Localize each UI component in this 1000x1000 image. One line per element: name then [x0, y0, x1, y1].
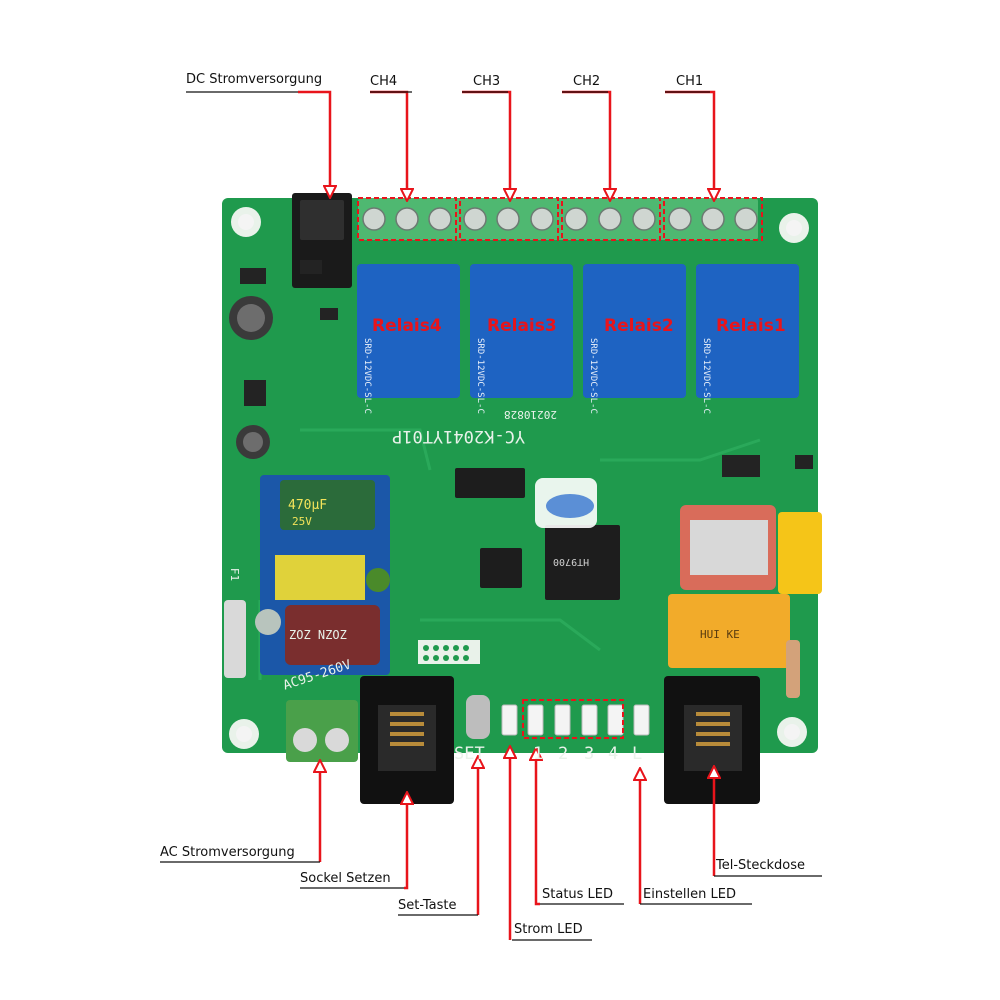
mounting-holes	[229, 207, 809, 749]
callout-status-led: Status LED	[542, 887, 614, 902]
relay-label-2: Relais2	[604, 316, 674, 336]
aux-relay-label: HUI KE	[700, 628, 740, 641]
relays	[357, 264, 799, 398]
ic	[455, 468, 525, 498]
led-number-2: 2	[558, 744, 569, 764]
led-number-4: 4	[608, 744, 619, 764]
cap-voltage: 25V	[292, 515, 312, 528]
status-led-1	[527, 704, 544, 736]
fuse-label: F1	[228, 567, 242, 582]
callout-ch3: CH3	[473, 74, 501, 89]
resistor	[786, 640, 800, 698]
cap-label: 470μF	[288, 498, 328, 513]
callout-socket-set: Sockel Setzen	[300, 871, 391, 886]
relay-model-2: SRD-12VDC-SL-C	[588, 338, 598, 414]
terminal-blocks	[357, 197, 763, 241]
callout-power-led: Strom LED	[514, 922, 583, 937]
board-model: YC-K2041YT01P	[392, 426, 526, 446]
aux-relay	[668, 594, 790, 668]
relay-model-3: SRD-12VDC-SL-C	[475, 338, 485, 414]
varistor-label: ZOZ NZOZ	[289, 628, 347, 642]
led-number-1: 1	[533, 744, 544, 764]
power-led	[501, 704, 518, 736]
status-led-2	[554, 704, 571, 736]
callout-tel-socket: Tel-Steckdose	[716, 858, 806, 873]
relay-label-1: Relais1	[716, 316, 786, 336]
led-number-3: 3	[584, 744, 595, 764]
board-date: 20210828	[504, 408, 557, 421]
callout-set-button: Set-Taste	[398, 898, 457, 913]
ic-label: HT9700	[553, 556, 590, 567]
l-mark: L	[632, 744, 643, 764]
setting-led	[633, 704, 650, 736]
crystal	[546, 494, 594, 518]
set-mark: SET	[454, 744, 485, 764]
status-led-3	[581, 704, 598, 736]
ic	[480, 548, 522, 588]
relay-label-3: Relais3	[487, 316, 557, 336]
callout-ch1: CH1	[676, 74, 704, 89]
ic-ht9700	[545, 525, 620, 600]
callout-dc-power: DC Stromversorgung	[186, 72, 323, 87]
relay-label-4: Relais4	[372, 316, 442, 336]
callout-ac-power: AC Stromversorgung	[160, 845, 295, 860]
relay-model-1: SRD-12VDC-SL-C	[701, 338, 711, 414]
callout-ch2: CH2	[573, 74, 601, 89]
callout-setting-led: Einstellen LED	[643, 887, 736, 902]
capacitor-x2	[778, 512, 822, 594]
set-button	[466, 695, 490, 739]
ac-terminal	[286, 700, 358, 762]
relay-model-4: SRD-12VDC-SL-C	[362, 338, 372, 414]
status-led-4	[607, 704, 624, 736]
callout-ch4: CH4	[370, 74, 398, 89]
fuse	[224, 600, 246, 678]
